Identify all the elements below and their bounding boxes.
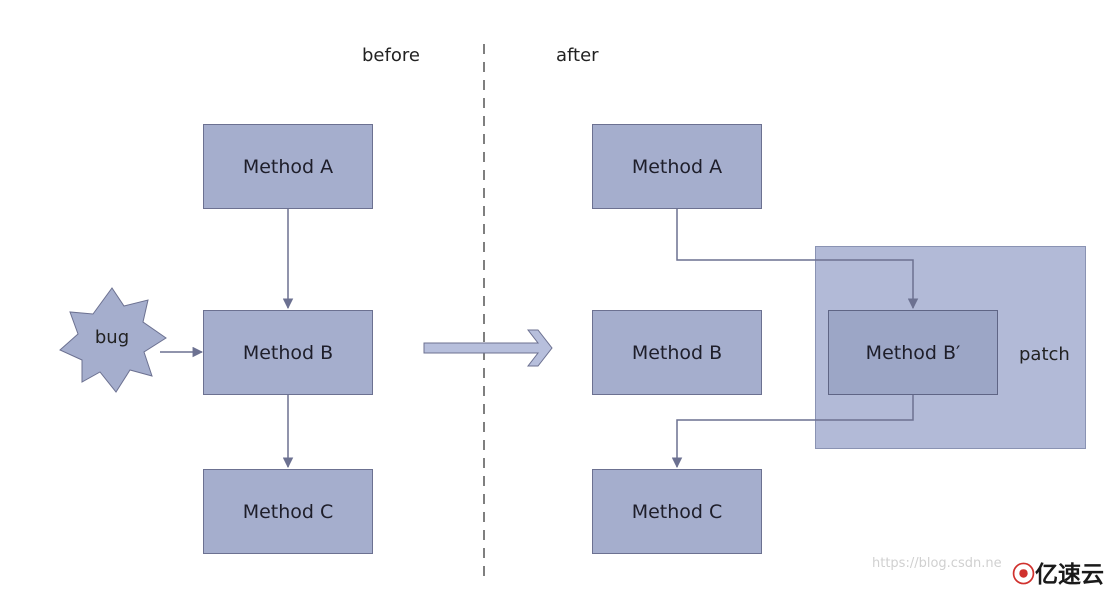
before-method-c-box: Method C bbox=[203, 469, 373, 554]
before-method-b-label: Method B bbox=[242, 341, 334, 364]
after-method-a-box: Method A bbox=[592, 124, 762, 209]
after-method-a-label: Method A bbox=[631, 155, 723, 178]
before-label: before bbox=[362, 45, 420, 66]
before-method-a-box: Method A bbox=[203, 124, 373, 209]
after-label: after bbox=[556, 45, 599, 66]
brand-text: 亿速云 bbox=[1035, 562, 1104, 588]
after-method-c-box: Method C bbox=[592, 469, 762, 554]
bug-star-shape bbox=[59, 287, 167, 393]
before-method-b-box: Method B bbox=[203, 310, 373, 395]
before-method-c-label: Method C bbox=[242, 500, 334, 523]
after-method-b-label: Method B bbox=[631, 341, 723, 364]
before-method-a-label: Method A bbox=[242, 155, 334, 178]
bug-label: bug bbox=[94, 327, 130, 348]
after-method-b-prime-box: Method B′ bbox=[828, 310, 998, 395]
transition-arrow bbox=[423, 329, 553, 367]
brand-logo-icon: ⦿ bbox=[1012, 562, 1035, 588]
arrow-a-to-bprime-after bbox=[676, 209, 919, 310]
after-method-c-label: Method C bbox=[631, 500, 723, 523]
after-method-b-prime-label: Method B′ bbox=[865, 341, 961, 364]
patch-label: patch bbox=[1019, 344, 1070, 365]
watermark-text: https://blog.csdn.ne bbox=[872, 556, 1002, 571]
arrow-bprime-to-c-after bbox=[671, 395, 914, 469]
after-method-b-box: Method B bbox=[592, 310, 762, 395]
